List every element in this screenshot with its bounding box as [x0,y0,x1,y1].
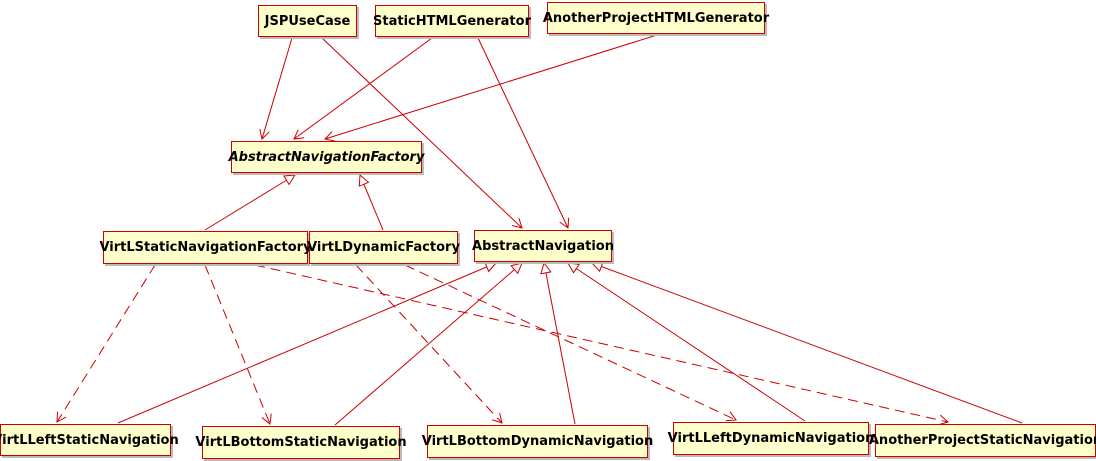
edge-generalization-anotherprojectstaticnavigation-to-abstractnavigation [590,261,1023,424]
class-anotherprojecthtmlgenerator[interactable]: AnotherProjectHTMLGenerator [543,2,769,34]
class-virtldynamicfactory[interactable]: VirtLDynamicFactory [307,231,460,264]
class-virtlbottomstaticnavigation[interactable]: VirtLBottomStaticNavigation [195,426,407,459]
edge-dependency-virtldynamicfactory-to-virtlleftdynamicnavigation [404,264,737,422]
edge-generalization-virtlleftstaticnavigation-to-abstractnavigation [117,261,498,424]
edge-association-jspusecase-to-abstractnavigationfactory [259,37,293,140]
class-abstractnavigationfactory[interactable]: AbstractNavigationFactory [229,141,424,173]
edge-dependency-virtlstaticnavigationfactory-to-anotherprojectstaticnavigation [254,264,950,426]
class-virtlbottomdynamicnavigation[interactable]: VirtLBottomDynamicNavigation [422,425,653,458]
class-statichtmlgenerator[interactable]: StaticHTMLGenerator [373,5,531,37]
edge-dependency-virtlstaticnavigationfactory-to-virtlleftstaticnavigation [56,264,156,423]
class-virtlleftstaticnavigation[interactable]: VirtLLeftStaticNavigation [0,424,179,456]
class-virtlstaticnavigationfactory[interactable]: VirtLStaticNavigationFactory [99,231,312,264]
edge-generalization-virtldynamicfactory-to-abstractnavigationfactory [358,173,384,231]
edge-dependency-virtlstaticnavigationfactory-to-virtlbottomstaticnavigation [204,264,272,425]
class-virtlleftdynamicnavigation[interactable]: VirtLLeftDynamicNavigation [668,422,874,455]
edge-generalization-virtlleftdynamicnavigation-to-abstractnavigation [567,262,806,422]
edge-association-anotherprojecthtmlgenerator-to-abstractnavigationfactory [324,34,658,142]
edge-generalization-virtlbottomdynamicnavigation-to-abstractnavigation [540,261,576,425]
edge-association-jspusecase-to-abstractnavigation [321,37,523,229]
edge-association-statichtmlgenerator-to-abstractnavigationfactory [293,37,433,140]
class-anotherprojectstaticnavigation[interactable]: AnotherProjectStaticNavigation [869,424,1096,457]
edge-generalization-virtlstaticnavigationfactory-to-abstractnavigationfactory [204,174,296,231]
edge-association-statichtmlgenerator-to-abstractnavigation [477,37,570,229]
class-jspusecase[interactable]: JSPUseCase [258,5,357,37]
class-abstractnavigation[interactable]: AbstractNavigation [472,230,614,262]
edge-generalization-virtlbottomstaticnavigation-to-abstractnavigation [334,262,523,426]
edge-dependency-virtldynamicfactory-to-virtlbottomdynamicnavigation [355,264,503,424]
